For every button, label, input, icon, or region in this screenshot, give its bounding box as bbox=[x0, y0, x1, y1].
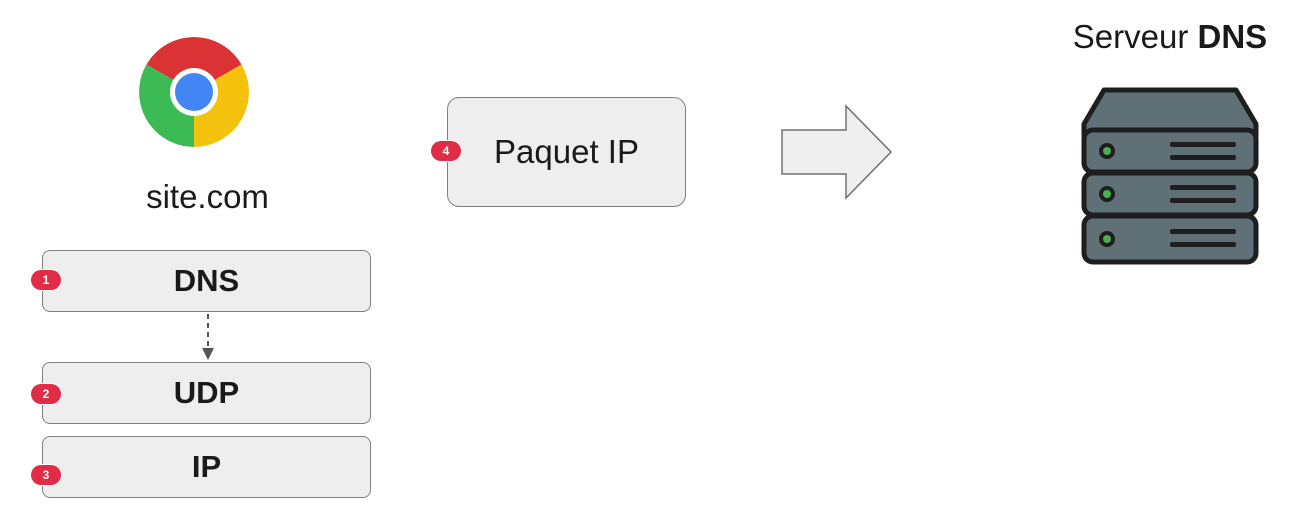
server-rack-icon bbox=[1081, 87, 1259, 265]
encapsulation-arrow bbox=[202, 314, 214, 360]
layer-dns-box: DNS bbox=[42, 250, 371, 312]
chrome-browser-icon bbox=[139, 37, 249, 147]
server-title: Serveur DNS bbox=[1072, 18, 1268, 55]
step-badge-1: 1 bbox=[31, 270, 61, 290]
layer-udp-label: UDP bbox=[173, 375, 240, 410]
layer-dns-label: DNS bbox=[173, 263, 240, 298]
step-badge-4: 4 bbox=[431, 141, 461, 161]
site-label: site.com bbox=[146, 178, 269, 215]
layer-ip-label: IP bbox=[191, 449, 222, 484]
layer-udp-box: UDP bbox=[42, 362, 371, 424]
packet-label: Paquet IP bbox=[494, 133, 639, 170]
send-arrow-icon bbox=[781, 104, 893, 200]
step-badge-2: 2 bbox=[31, 384, 61, 404]
step-badge-3: 3 bbox=[31, 465, 61, 485]
layer-ip-box: IP bbox=[42, 436, 371, 498]
packet-box: Paquet IP bbox=[447, 97, 686, 207]
